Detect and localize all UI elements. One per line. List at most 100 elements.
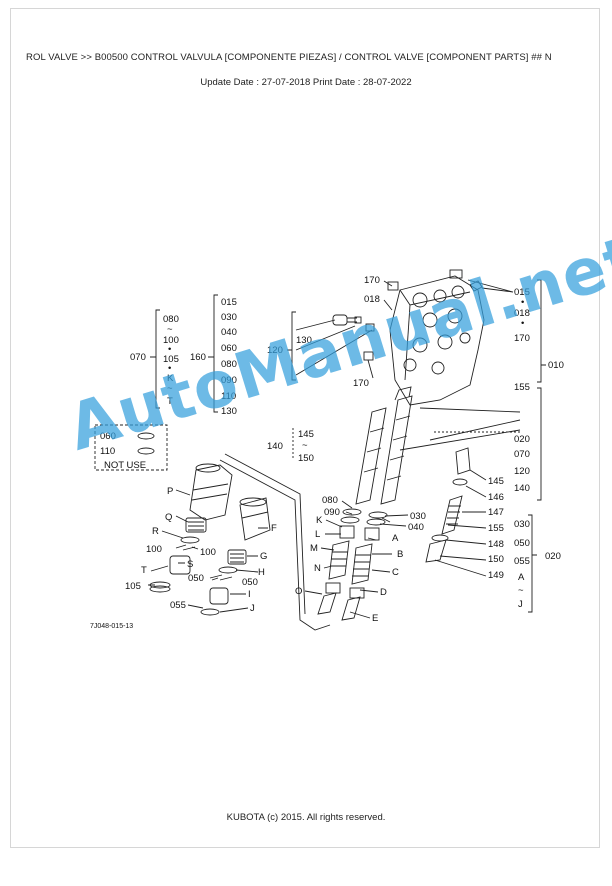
svg-text:•: • [168,363,171,374]
svg-text:R: R [152,526,159,537]
svg-text:~: ~ [167,324,173,335]
svg-text:T: T [141,565,147,576]
spool-b-drawing [317,407,387,615]
valve-body-drawing [387,269,485,406]
figure-code: 7J048-015-13 [90,623,133,630]
svg-text:070: 070 [514,449,530,460]
svg-text:055: 055 [170,600,186,611]
svg-text:060: 060 [100,431,116,442]
svg-text:146: 146 [488,492,504,503]
svg-text:J: J [250,603,255,614]
svg-text:030: 030 [410,511,426,522]
svg-text:170: 170 [364,275,380,286]
svg-text:L: L [315,529,320,540]
svg-text:020: 020 [514,434,530,445]
page-border [10,8,600,848]
svg-text:G: G [260,551,267,562]
svg-text:120: 120 [514,466,530,477]
svg-text:105: 105 [163,354,179,365]
svg-text:010: 010 [548,360,564,371]
svg-text:M: M [310,543,318,554]
svg-text:015: 015 [221,297,237,308]
svg-text:080: 080 [221,359,237,370]
svg-text:015: 015 [514,287,530,298]
svg-text:C: C [392,567,399,578]
svg-text:070: 070 [130,352,146,363]
svg-text:100: 100 [163,335,179,346]
svg-text:~: ~ [167,383,173,394]
svg-text:060: 060 [221,343,237,354]
svg-text:130: 130 [296,335,312,346]
svg-text:K: K [316,515,323,526]
svg-text:018: 018 [364,294,380,305]
svg-text:T: T [167,396,173,407]
svg-text:•: • [521,318,524,329]
spool-145-drawing [425,447,471,563]
svg-text:145: 145 [488,476,504,487]
svg-text:P: P [167,486,173,497]
svg-text:140: 140 [267,441,283,452]
svg-text:A: A [392,533,399,544]
svg-text:055: 055 [514,556,530,567]
relief-valve-f-drawing [200,497,271,616]
svg-text:149: 149 [488,570,504,581]
callout-labels: 170 018 130 120 170 P Q R 100 100 S T 10… [125,275,504,624]
date-line: Update Date : 27-07-2018 Print Date : 28… [200,77,412,88]
svg-text:O: O [295,586,302,597]
svg-text:110: 110 [221,391,236,402]
svg-text:D: D [380,587,387,598]
svg-text:~: ~ [302,440,308,451]
svg-text:050: 050 [514,538,530,549]
group-140-list: 145 ~ 150 140 [267,429,314,464]
svg-text:090: 090 [324,507,340,518]
plug-130-drawing [332,314,375,332]
svg-text:120: 120 [267,345,283,356]
svg-text:018: 018 [514,308,530,319]
svg-text:040: 040 [221,327,237,338]
svg-text:050: 050 [188,573,204,584]
svg-text:105: 105 [125,581,141,592]
group-160-list: 015 030 040 060 080 090 110 130 160 [190,297,237,417]
svg-text:NOT USE: NOT USE [104,460,146,471]
svg-text:030: 030 [514,519,530,530]
svg-text:110: 110 [100,446,115,457]
svg-text:I: I [248,589,251,600]
svg-text:~: ~ [518,585,524,596]
svg-text:147: 147 [488,507,504,518]
svg-text:080: 080 [163,314,179,325]
svg-text:140: 140 [514,483,530,494]
svg-text:155: 155 [488,523,504,534]
group-020-list: 030 050 055 A ~ J 020 [514,519,561,610]
svg-text:155: 155 [514,382,530,393]
svg-text:Q: Q [165,512,172,523]
svg-text:B: B [397,549,403,560]
not-use-box: 060 110 NOT USE [100,431,155,471]
svg-text:020: 020 [545,551,561,562]
svg-text:100: 100 [200,547,216,558]
svg-text:•: • [168,344,171,355]
svg-text:050: 050 [242,577,258,588]
spool-a-drawing [341,386,413,621]
svg-text:J: J [518,599,523,610]
svg-text:170: 170 [514,333,530,344]
svg-text:130: 130 [221,406,237,417]
svg-text:148: 148 [488,539,504,550]
svg-text:150: 150 [488,554,504,565]
svg-text:145: 145 [298,429,314,440]
svg-text:F: F [271,523,277,534]
svg-text:090: 090 [221,375,237,386]
group-070-list: 080 ~ 100 • 105 • K ~ T 070 [130,314,179,407]
svg-text:E: E [372,613,378,624]
svg-text:S: S [187,559,193,570]
svg-text:160: 160 [190,352,206,363]
svg-text:100: 100 [146,544,162,555]
svg-text:•: • [521,297,524,308]
svg-text:170: 170 [353,378,369,389]
svg-text:H: H [258,567,265,578]
copyright-footer: KUBOTA (c) 2015. All rights reserved. [226,812,386,823]
svg-text:080: 080 [322,495,338,506]
svg-text:030: 030 [221,312,237,323]
svg-text:A: A [518,572,525,583]
svg-text:K: K [167,373,174,384]
